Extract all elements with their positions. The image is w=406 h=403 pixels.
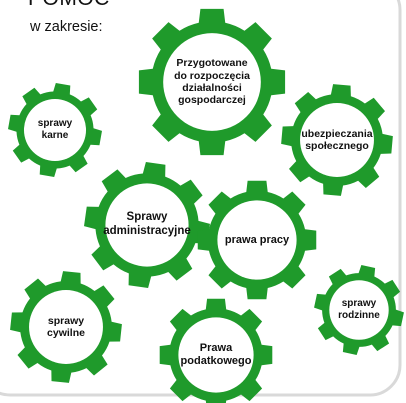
gear-icon: [281, 84, 393, 196]
gear-center: [163, 33, 261, 131]
gear-icon: [138, 8, 286, 156]
gear-icon: [314, 265, 404, 355]
gear-podatkowe: Prawa podatkowego: [159, 298, 273, 403]
gear-dzialalnosc: Przygotowane do rozpoczęcia działalności…: [138, 8, 286, 156]
gear-cywilne: sprawy cywilne: [10, 271, 122, 383]
gear-administracyjne: Sprawy administracyjne: [84, 162, 210, 288]
gear-center: [329, 280, 389, 340]
gear-rodzinne: sprawy rodzinne: [314, 265, 404, 355]
gear-icon: [8, 83, 102, 177]
gear-center: [178, 317, 254, 393]
gear-center: [105, 183, 189, 267]
gear-icon: [10, 271, 122, 383]
gear-icon: [159, 298, 273, 403]
gear-center: [29, 290, 103, 364]
gear-icon: [197, 180, 317, 300]
gear-icon: [84, 162, 210, 288]
gear-center: [23, 98, 87, 162]
page-subtitle: w zakresie:: [30, 19, 103, 35]
gear-pracy: prawa pracy: [197, 180, 317, 300]
gear-center: [300, 103, 374, 177]
page-title: POMOC: [28, 0, 110, 11]
gear-center: [217, 200, 297, 280]
